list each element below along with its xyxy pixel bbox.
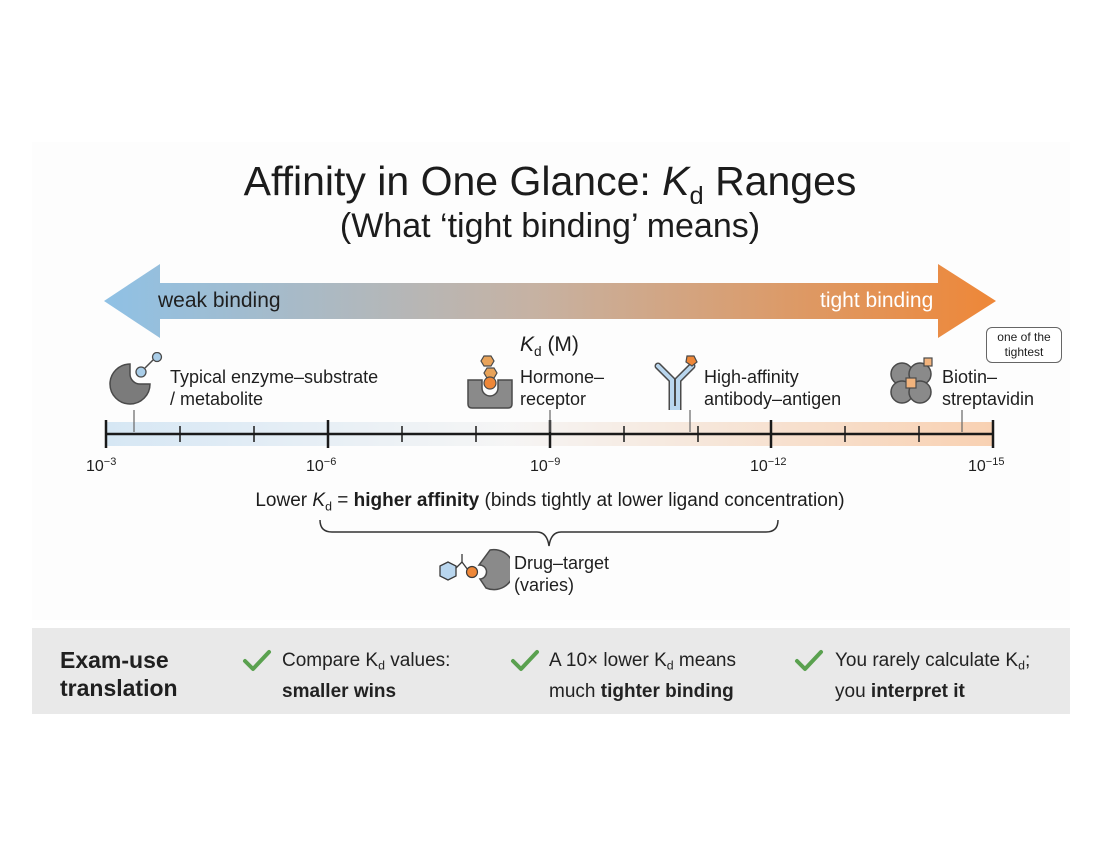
tick-label-1e-12: 10−12 [750, 456, 787, 475]
check-icon [243, 650, 271, 671]
check-icon [795, 650, 823, 671]
drug-target-range-brace [319, 519, 779, 547]
check-icon [511, 650, 539, 671]
enzyme-substrate-label: Typical enzyme–substrate / metabolite [170, 367, 379, 409]
exam-point-interpret: You rarely calculate Kd; you interpret i… [835, 650, 1031, 702]
binding-strength-arrow [104, 264, 996, 338]
exam-point-compare: Compare Kd values: smaller wins [282, 650, 451, 702]
streptavidin-icon [890, 357, 933, 404]
exam-use-bar: Exam-use translation Compare Kd values: … [32, 628, 1070, 714]
hormone-receptor-label: Hormone– receptor [520, 367, 605, 409]
antibody-antigen-label: High-affinity antibody–antigen [704, 367, 842, 409]
antibody-icon [654, 355, 698, 410]
kd-scale [104, 410, 995, 448]
tight-binding-label: tight binding [820, 289, 934, 312]
affinity-rule-statement: Lower Kd = higher affinity (binds tightl… [255, 490, 845, 514]
exam-use-title: Exam-use translation [60, 647, 178, 701]
weak-binding-label: weak binding [158, 289, 281, 312]
hormone-receptor-icon [467, 355, 513, 409]
drug-target-icon [439, 548, 510, 591]
tick-label-1e-3: 10−3 [86, 456, 117, 475]
exam-point-tenfold: A 10× lower Kd means much tighter bindin… [549, 650, 736, 702]
tick-label-1e-15: 10−15 [968, 456, 1005, 475]
axis-unit-label: Kd (M) [520, 333, 579, 359]
tick-label-1e-9: 10−9 [530, 456, 561, 475]
drug-target-label: Drug–target (varies) [514, 553, 610, 595]
biotin-streptavidin-label: Biotin– streptavidin [942, 367, 1035, 409]
title-line-1: Affinity in One Glance: Kd Ranges [243, 158, 857, 210]
tick-label-1e-6: 10−6 [306, 456, 337, 475]
title-line-2: (What ‘tight binding’ means) [339, 207, 761, 245]
tightest-callout: one of the tightest [986, 327, 1062, 363]
enzyme-substrate-icon [109, 352, 163, 405]
